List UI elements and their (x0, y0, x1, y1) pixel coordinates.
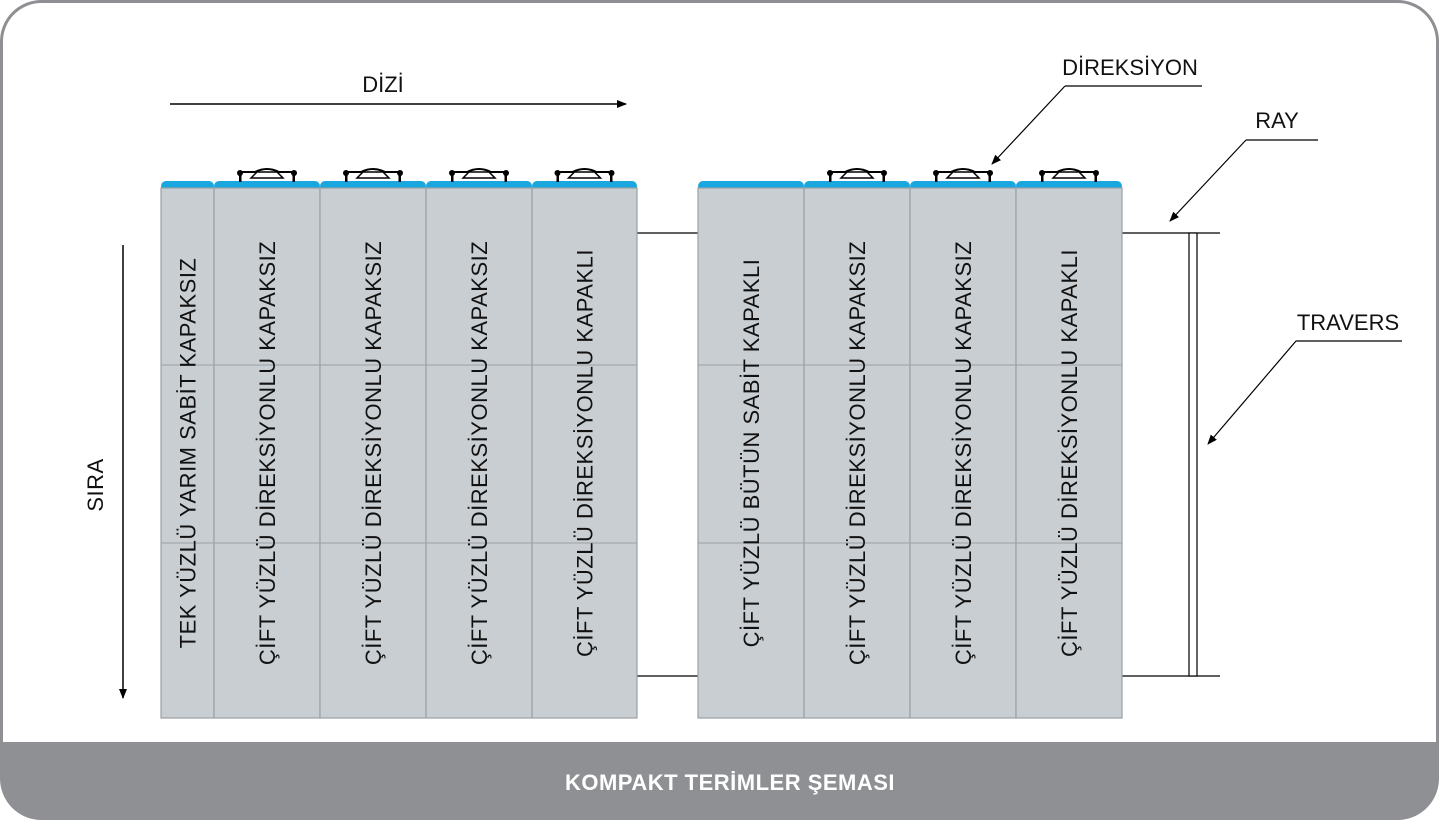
travers-beam (1188, 232, 1198, 677)
left-shelf-group: TEK YÜZLÜ YARIM SABİT KAPAKSIZ ÇİFT YÜZLÜ… (160, 168, 638, 719)
shelf-body (531, 187, 638, 719)
shelf-unit-label: ÇİFT YÜZLÜ DİREKSİYONLU KAPAKSIZ (951, 241, 976, 665)
shelf-unit: ÇİFT YÜZLÜ DİREKSİYONLU KAPAKSIZ (213, 168, 321, 719)
shelf-body (909, 187, 1017, 719)
shelf-unit-label: ÇİFT YÜZLÜ DİREKSİYONLU KAPAKSIZ (845, 241, 870, 665)
direksiyon-pointer-arrow (991, 85, 1066, 165)
footer-bar (1, 742, 1438, 819)
travers-pointer-arrow (1207, 340, 1297, 445)
shelf-body (425, 187, 533, 719)
shelf-unit: ÇİFT YÜZLÜ DİREKSİYONLU KAPAKSIZ (803, 168, 911, 719)
direksiyon-handle-icon (1039, 168, 1099, 182)
shelf-unit-label: TEK YÜZLÜ YARIM SABİT KAPAKSIZ (176, 258, 201, 649)
direksiyon-handle-icon (449, 168, 509, 182)
shelf-unit-label: ÇİFT YÜZLÜ DİREKSİYONLU KAPAKLI (1057, 249, 1082, 657)
shelf-unit-label: ÇİFT YÜZLÜ BÜTÜN SABİT KAPAKLI (739, 259, 764, 648)
direksiyon-handle-icon (237, 168, 297, 182)
ray-label: RAY (1255, 108, 1299, 133)
shelf-unit: ÇİFT YÜZLÜ DİREKSİYONLU KAPAKSIZ (319, 168, 427, 719)
shelf-unit: ÇİFT YÜZLÜ DİREKSİYONLU KAPAKLI (1015, 168, 1123, 719)
shelf-unit: ÇİFT YÜZLÜ DİREKSİYONLU KAPAKSIZ (909, 168, 1017, 719)
shelf-body (319, 187, 427, 719)
right-shelf-group: ÇİFT YÜZLÜ BÜTÜN SABİT KAPAKLI ÇİFT YÜZLÜ… (697, 168, 1123, 719)
travers-label: TRAVERS (1297, 310, 1399, 335)
shelf-body (1015, 187, 1123, 719)
direksiyon-handle-icon (827, 168, 887, 182)
sira-label: SIRA (83, 458, 108, 511)
shelf-unit-label: ÇİFT YÜZLÜ DİREKSİYONLU KAPAKLI (573, 249, 598, 657)
shelf-unit-label: ÇİFT YÜZLÜ DİREKSİYONLU KAPAKSIZ (467, 241, 492, 665)
shelf-unit: ÇİFT YÜZLÜ DİREKSİYONLU KAPAKSIZ (425, 168, 533, 719)
shelf-unit: ÇİFT YÜZLÜ DİREKSİYONLU KAPAKLI (531, 168, 638, 719)
dizi-label: DİZİ (362, 72, 404, 97)
shelf-unit: TEK YÜZLÜ YARIM SABİT KAPAKSIZ (160, 181, 215, 719)
shelf-body (213, 187, 321, 719)
footer-title: KOMPAKT TERİMLER ŞEMASI (565, 770, 895, 795)
direksiyon-handle-icon (554, 168, 615, 182)
shelf-unit-label: ÇİFT YÜZLÜ DİREKSİYONLU KAPAKSIZ (361, 241, 386, 665)
shelf-unit: ÇİFT YÜZLÜ BÜTÜN SABİT KAPAKLI (697, 181, 805, 719)
direksiyon-label: DİREKSİYON (1062, 55, 1198, 80)
ray-pointer-arrow (1169, 139, 1247, 222)
direksiyon-handle-icon (933, 168, 993, 182)
shelf-body (697, 187, 805, 719)
shelf-unit-label: ÇİFT YÜZLÜ DİREKSİYONLU KAPAKSIZ (255, 241, 280, 665)
direksiyon-handle-icon (343, 168, 403, 182)
